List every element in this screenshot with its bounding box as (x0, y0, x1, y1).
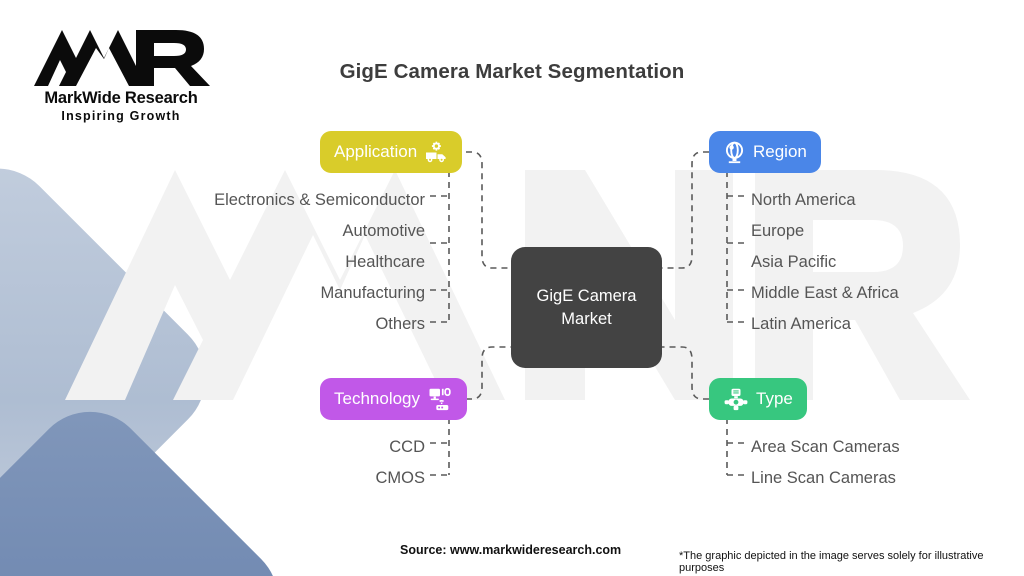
list-item[interactable]: Europe (751, 222, 805, 240)
list-item[interactable]: Area Scan Cameras (751, 438, 900, 456)
list-item[interactable]: Asia Pacific (751, 253, 837, 271)
list-item[interactable]: CCD (389, 438, 425, 456)
stubs-region (727, 164, 746, 323)
list-item[interactable]: Automotive (342, 222, 425, 240)
list-item[interactable]: North America (751, 191, 856, 209)
leaf-list-technology: CCD CMOS (150, 432, 426, 494)
branch-label-type: Type (756, 389, 793, 408)
list-item[interactable]: Healthcare (345, 253, 425, 271)
connector-region-center (662, 151, 709, 269)
stubs-type (727, 442, 746, 476)
delivery-truck-gear-icon (426, 141, 446, 163)
monitor-router-icon (429, 387, 451, 410)
center-node-label: GigE Camera Market (536, 287, 637, 328)
connector-type-center (662, 346, 709, 400)
stubs-technology (430, 442, 449, 476)
connector-technology-center (466, 346, 511, 400)
list-item[interactable]: Others (375, 315, 425, 333)
leaf-list-type: Area Scan Cameras Line Scan Cameras (751, 432, 1021, 494)
disclaimer-text: *The graphic depicted in the image serve… (679, 550, 984, 574)
source-text: Source: www.markwideresearch.com (400, 543, 622, 557)
page-title: GigE Camera Market Segmentation (339, 60, 685, 83)
brand-logo: MarkWide Research Inspiring Growth (28, 26, 214, 123)
leaf-list-application: Electronics & Semiconductor Automotive H… (80, 185, 425, 340)
branch-label-region: Region (753, 142, 807, 161)
list-item[interactable]: Latin America (751, 315, 851, 333)
branch-node-application[interactable]: Application (320, 131, 463, 173)
mwr-logo-mark (34, 30, 210, 86)
center-node[interactable]: GigE Camera Market (511, 247, 662, 368)
leaf-list-region: North America Europe Asia Pacific Middle… (751, 185, 1021, 340)
brand-name: MarkWide Research (44, 89, 198, 107)
globe-webcam-icon (725, 141, 744, 163)
list-item[interactable]: Middle East & Africa (751, 284, 899, 302)
branch-node-region[interactable]: Region (709, 131, 821, 173)
list-item[interactable]: CMOS (375, 469, 426, 487)
list-item[interactable]: Electronics & Semiconductor (214, 191, 425, 209)
brand-tagline: Inspiring Growth (61, 109, 181, 123)
branch-node-type[interactable]: Type (709, 378, 807, 420)
branch-node-technology[interactable]: Technology (320, 378, 468, 420)
camera-device-icon (724, 388, 748, 410)
branch-label-application: Application (334, 142, 418, 161)
list-item[interactable]: Manufacturing (320, 284, 425, 302)
list-item[interactable]: Line Scan Cameras (751, 469, 896, 487)
branch-label-technology: Technology (334, 389, 421, 408)
stubs-application (430, 164, 449, 323)
connector-application-center (466, 151, 511, 269)
